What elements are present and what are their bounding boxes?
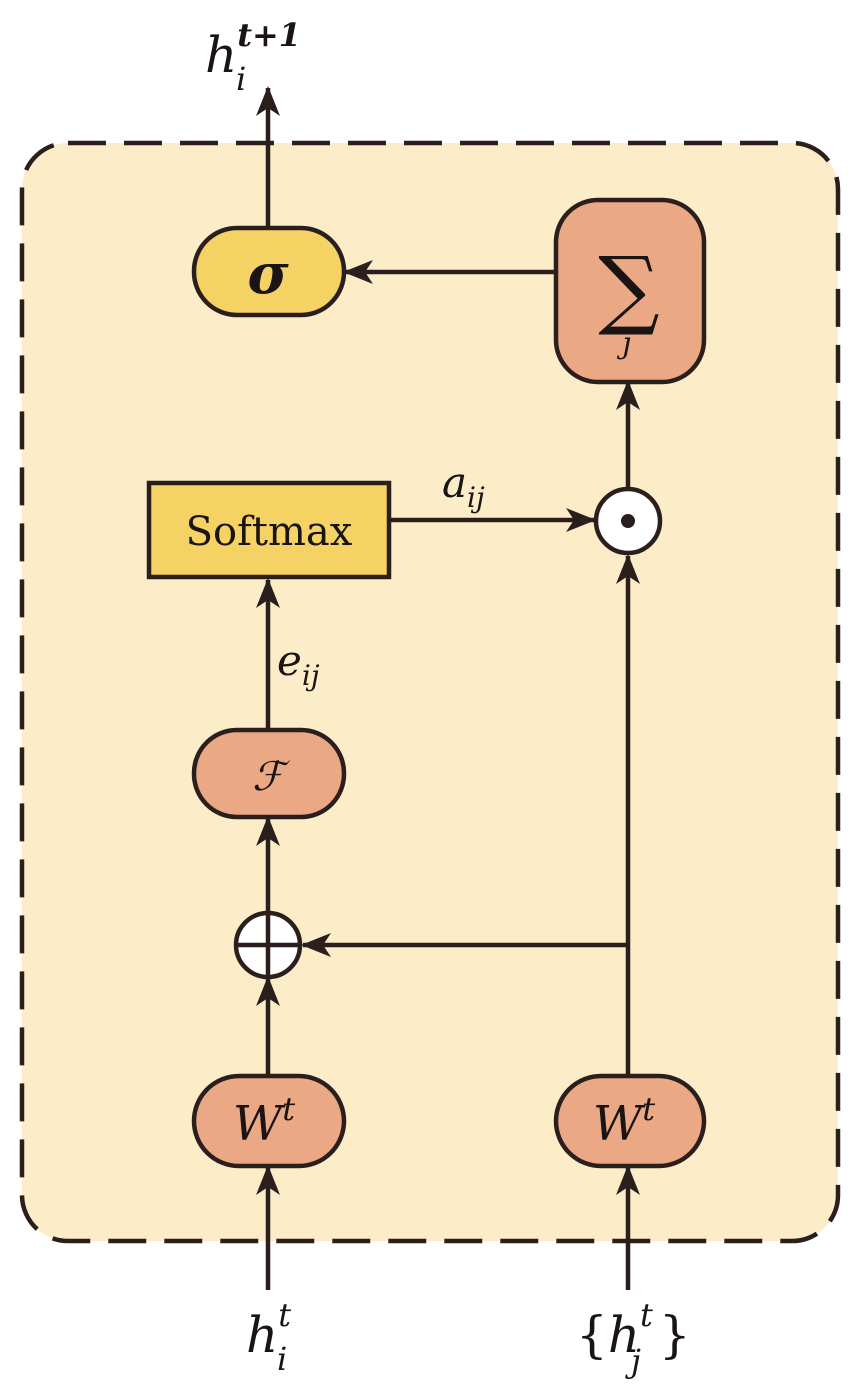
plus-node xyxy=(233,910,303,980)
module-container xyxy=(19,140,841,1244)
w-left-node: Wt xyxy=(191,1073,347,1169)
a-ij-label: aij xyxy=(442,458,485,514)
sum-node: ∑ j xyxy=(553,197,707,385)
softmax-node: Softmax xyxy=(146,480,392,580)
output-label: ht+1 xyxy=(205,16,301,84)
f-node: ℱ xyxy=(191,727,347,820)
edges xyxy=(256,86,640,1290)
dot-node xyxy=(593,486,663,556)
e-ij-label: eij xyxy=(277,636,320,692)
sigma-node: σ xyxy=(191,225,347,318)
output-sub: i xyxy=(236,60,246,98)
w-right-node: Wt xyxy=(553,1073,707,1169)
sigma-label: σ xyxy=(247,241,289,307)
input-left-sub: i xyxy=(277,1340,287,1378)
sum-symbol: ∑ xyxy=(598,239,659,339)
input-right-label: {ht} xyxy=(576,1296,691,1364)
input-left-label: ht xyxy=(246,1296,291,1364)
w-left-label: Wt xyxy=(233,1090,295,1152)
dot-symbol xyxy=(621,514,635,528)
softmax-label: Softmax xyxy=(186,509,353,555)
w-right-label: Wt xyxy=(593,1090,655,1152)
